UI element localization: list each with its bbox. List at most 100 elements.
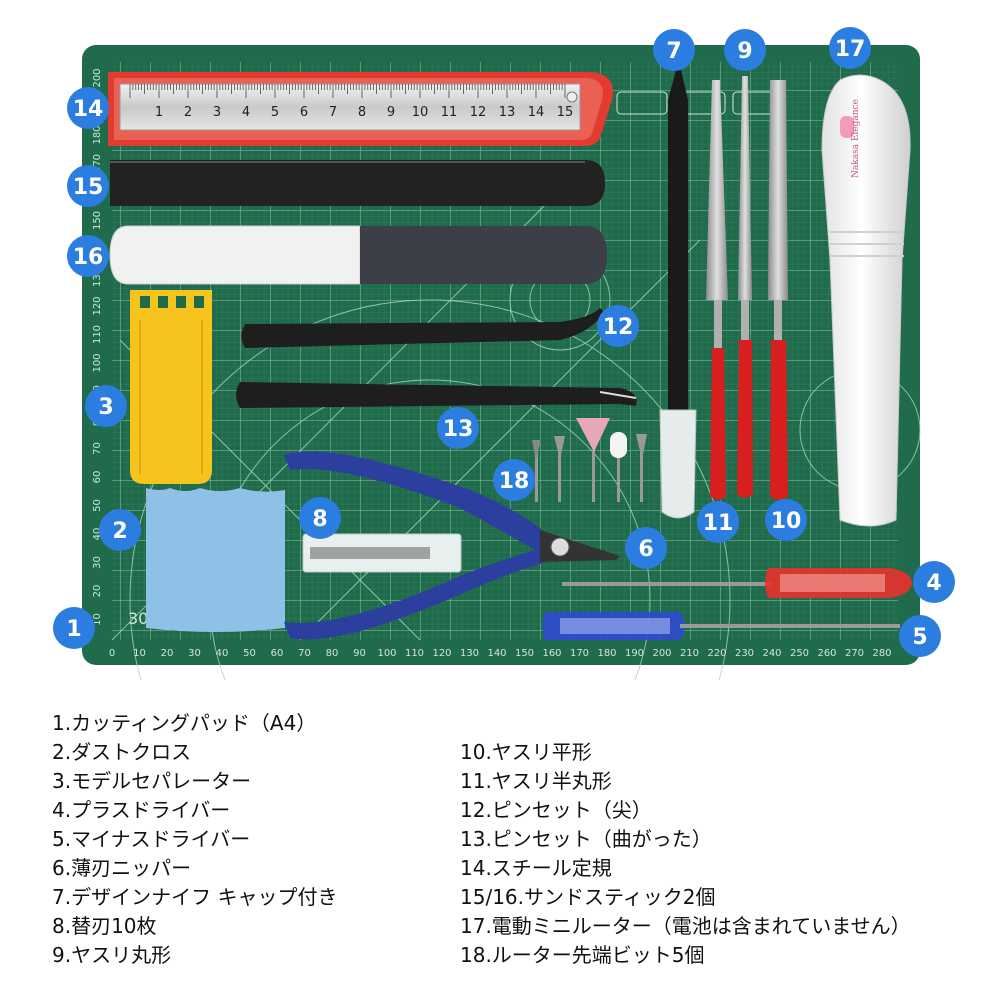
ruler-number: 15 — [557, 105, 574, 120]
legend-item: 8.替刃10枚 — [52, 914, 157, 938]
mat-scale-number: 40 — [216, 648, 229, 659]
badge-15: 15 — [67, 165, 109, 207]
mat-scale-number: 20 — [92, 585, 103, 598]
svg-text:15: 15 — [73, 175, 104, 200]
svg-text:10: 10 — [771, 509, 802, 534]
badge-9: 9 — [724, 29, 766, 71]
nipper — [284, 451, 620, 640]
drill-brand: Nakasa Elegance — [851, 99, 861, 178]
legend-item: 5.マイナスドライバー — [52, 827, 251, 851]
mat-scale-number: 30 — [188, 648, 201, 659]
mat-scale-number: 120 — [432, 648, 451, 659]
mat-scale-number: 250 — [790, 648, 809, 659]
ruler-number: 11 — [441, 105, 458, 120]
svg-text:14: 14 — [73, 97, 104, 122]
badge-18: 18 — [493, 459, 535, 501]
mat-scale-number: 60 — [271, 648, 284, 659]
mat-scale-number: 190 — [625, 648, 644, 659]
mat-scale-number: 200 — [652, 648, 671, 659]
mat-scale-number: 280 — [872, 648, 891, 659]
legend-item: 18.ルーター先端ビット5個 — [460, 943, 705, 967]
mat-scale-number: 180 — [597, 648, 616, 659]
electric-mini-router: Nakasa Elegance — [821, 74, 911, 527]
ruler-number: 6 — [300, 105, 308, 120]
badge-4: 4 — [913, 561, 955, 603]
legend-item: 10.ヤスリ平形 — [460, 740, 592, 764]
badge-16: 16 — [67, 235, 109, 277]
mat-scale-number: 220 — [707, 648, 726, 659]
tweezers-pointed — [241, 308, 604, 348]
mat-scale-number: 100 — [377, 648, 396, 659]
svg-text:7: 7 — [666, 39, 681, 64]
svg-text:9: 9 — [737, 39, 752, 64]
mat-scale-number: 260 — [817, 648, 836, 659]
ruler-number: 14 — [528, 105, 545, 120]
ruler-number: 7 — [329, 105, 337, 120]
svg-text:12: 12 — [603, 315, 634, 340]
badge-17: 17 — [829, 27, 871, 69]
legend-item: 9.ヤスリ丸形 — [52, 943, 172, 967]
mat-scale-number: 50 — [92, 499, 103, 512]
design-knife — [659, 70, 697, 519]
badge-13: 13 — [437, 407, 479, 449]
badge-12: 12 — [597, 305, 639, 347]
ruler-number: 12 — [470, 105, 487, 120]
svg-text:3: 3 — [98, 395, 113, 420]
mat-scale-number: 180 — [92, 125, 103, 144]
mat-corner-label: 30 — [128, 609, 148, 628]
badge-2: 2 — [99, 509, 141, 551]
legend-item: 3.モデルセパレーター — [52, 769, 252, 793]
legend-item: 1.カッティングパッド（A4） — [52, 711, 317, 735]
mat-scale-number: 20 — [161, 648, 174, 659]
mat-scale-number: 70 — [298, 648, 311, 659]
parts-legend: 1.カッティングパッド（A4） 2.ダストクロス 3.モデルセパレーター 4.プ… — [0, 690, 1000, 990]
mat-scale-number: 80 — [326, 648, 339, 659]
flathead-screwdriver — [542, 612, 900, 640]
ruler-number: 2 — [184, 105, 192, 120]
svg-text:8: 8 — [312, 507, 327, 532]
mat-scale-number: 120 — [92, 296, 103, 315]
mat-scale-number: 170 — [570, 648, 589, 659]
file-flat — [768, 80, 788, 500]
ruler-number: 4 — [242, 105, 250, 120]
ruler-number: 1 — [155, 105, 163, 120]
ruler-number: 9 — [387, 105, 395, 120]
badge-7: 7 — [653, 29, 695, 71]
model-separator — [130, 290, 212, 484]
spare-blades-case — [302, 533, 462, 573]
ruler-number: 13 — [499, 105, 516, 120]
mat-scale-number: 30 — [92, 556, 103, 569]
number-badges: 1 2 3 4 5 6 7 8 9 10 11 12 13 14 15 16 1… — [53, 27, 955, 657]
router-bits — [532, 418, 647, 502]
badge-8: 8 — [299, 497, 341, 539]
svg-text:13: 13 — [443, 417, 474, 442]
mat-scale-number: 140 — [487, 648, 506, 659]
mat-scale-number: 170 — [92, 154, 103, 173]
legend-item: 17.電動ミニルーター（電池は含まれていません） — [460, 914, 911, 938]
tweezers-curved — [236, 382, 637, 408]
ruler-ticks — [129, 84, 566, 98]
power-switch — [840, 116, 854, 138]
badge-10: 10 — [765, 499, 807, 541]
legend-item: 13.ピンセット（曲がった） — [460, 827, 712, 851]
mat-scale-number: 100 — [92, 353, 103, 372]
ruler-number: 3 — [213, 105, 221, 120]
sand-stick-white — [109, 225, 607, 285]
mat-scale-number: 200 — [92, 68, 103, 87]
mat-scale-number: 210 — [680, 648, 699, 659]
legend-item: 4.プラスドライバー — [52, 798, 231, 822]
ruler-number: 8 — [358, 105, 366, 120]
mat-scale-number: 0 — [109, 648, 115, 659]
svg-text:6: 6 — [638, 537, 653, 562]
svg-text:16: 16 — [73, 245, 104, 270]
mat-scale-number: 10 — [133, 648, 146, 659]
legend-item: 6.薄刃ニッパー — [52, 856, 192, 880]
mat-scale-number: 160 — [542, 648, 561, 659]
svg-text:5: 5 — [912, 625, 927, 650]
file-round — [737, 76, 753, 498]
badge-6: 6 — [625, 527, 667, 569]
sand-stick-black — [110, 160, 605, 206]
